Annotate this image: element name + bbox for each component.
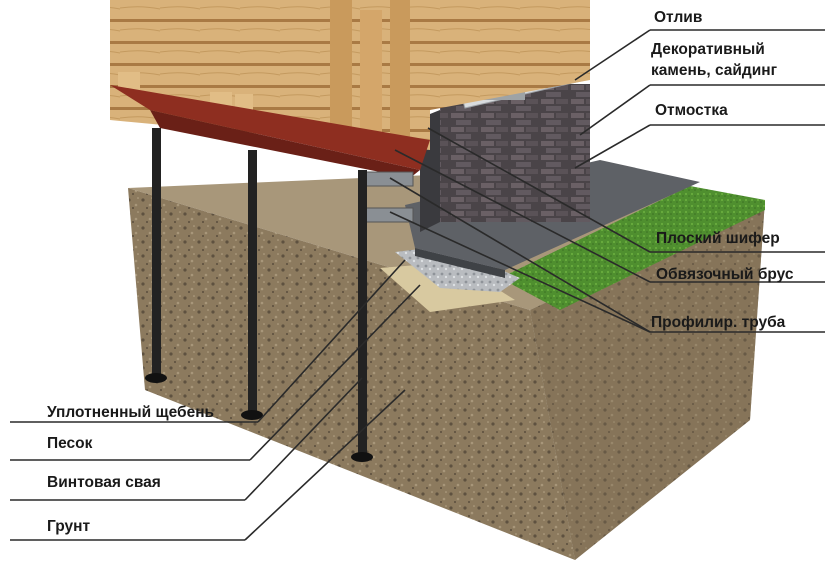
blind-area-edge bbox=[415, 248, 505, 278]
tie-beam-shadow bbox=[150, 110, 420, 178]
label-decorative-stone-line1: Декоративный bbox=[651, 41, 765, 58]
profile-pipe-upper bbox=[364, 171, 414, 187]
stone-plinth bbox=[440, 84, 590, 222]
grass-strip bbox=[500, 186, 765, 310]
label-profile-pipe: Профилир. труба bbox=[651, 314, 786, 331]
label-otmostka: Отмостка bbox=[655, 102, 728, 119]
label-screw-pile: Винтовая свая bbox=[47, 474, 161, 491]
label-decorative-stone-line2: камень, сайдинг bbox=[651, 62, 778, 79]
label-soil: Грунт bbox=[47, 518, 91, 535]
leader-lines bbox=[10, 29, 825, 541]
label-tie-beam: Обвязочный брус bbox=[656, 266, 794, 283]
label-compacted-gravel: Уплотненный щебень bbox=[47, 404, 215, 421]
label-sand: Песок bbox=[47, 435, 93, 452]
label-flat-slate: Плоский шифер bbox=[656, 230, 780, 247]
tie-beam bbox=[110, 85, 430, 170]
screw-piles bbox=[145, 128, 373, 462]
label-otliv: Отлив bbox=[654, 9, 703, 26]
